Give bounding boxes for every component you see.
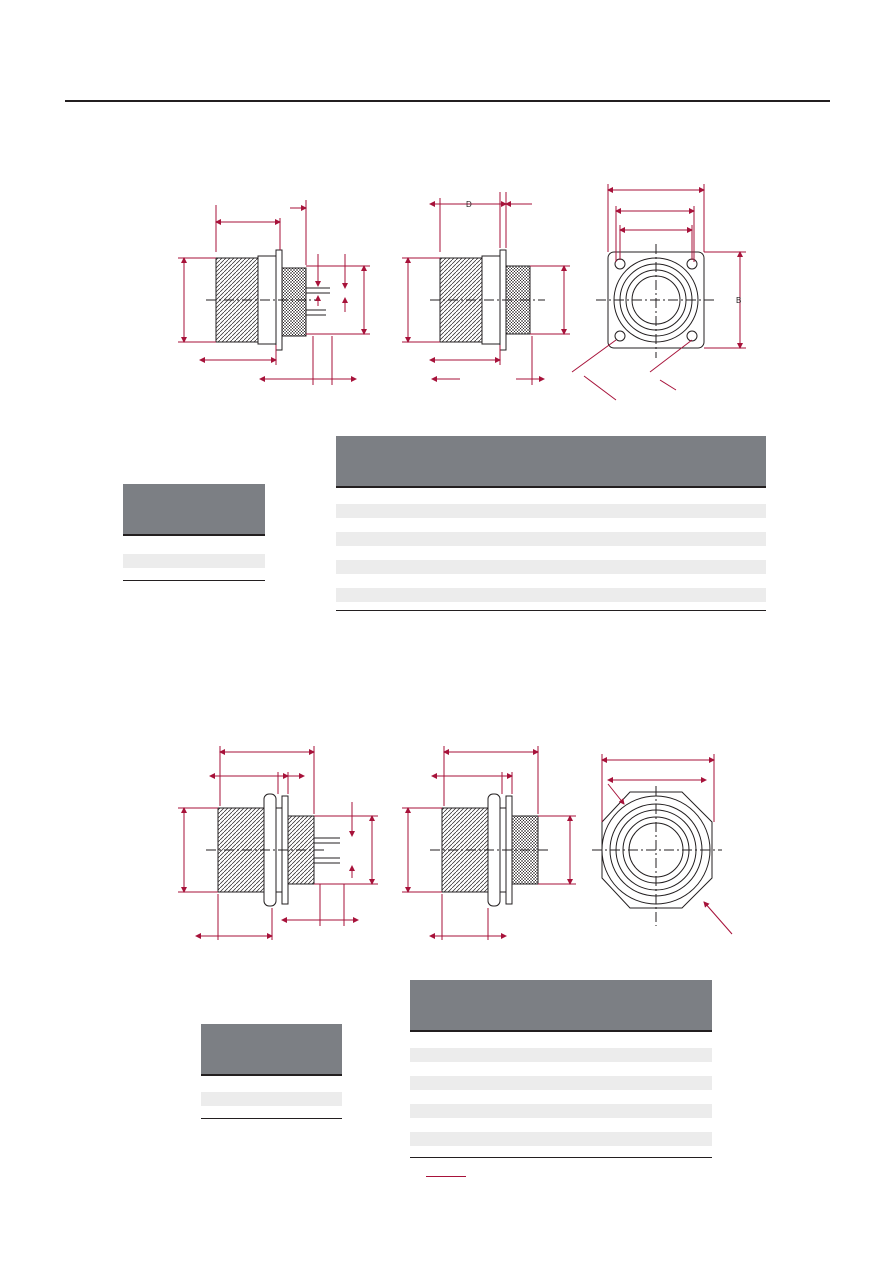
table-row	[336, 518, 766, 532]
dim-label-d: D	[466, 200, 472, 209]
top-side-view-pins	[206, 249, 330, 351]
table-header	[123, 484, 265, 536]
top-side-view-dims	[402, 192, 570, 385]
table-header	[410, 980, 712, 1032]
top-front-view-dims	[571, 184, 746, 401]
table-row	[410, 1118, 712, 1132]
table-bottom-rule	[410, 1157, 712, 1158]
table-row	[336, 574, 766, 588]
table-row	[410, 1032, 712, 1048]
table-row	[336, 560, 766, 574]
table-row	[410, 1104, 712, 1118]
bottom-front-view-dims	[601, 754, 733, 935]
top-large-table	[336, 436, 766, 611]
table-bottom-rule	[336, 610, 766, 611]
table-row	[410, 1076, 712, 1090]
bottom-side-view-pins-dims	[178, 746, 378, 940]
bottom-side-view	[430, 793, 548, 907]
top-small-table	[123, 484, 265, 581]
table-row	[336, 488, 766, 504]
table-row	[410, 1048, 712, 1062]
table-row	[201, 1106, 342, 1118]
bottom-small-table	[201, 1024, 342, 1119]
table-row	[410, 1146, 712, 1157]
dim-label-b: B	[736, 296, 741, 305]
header-rule	[65, 100, 830, 102]
bottom-large-table	[410, 980, 712, 1158]
table-row	[336, 532, 766, 546]
top-side-view-pins-dims	[178, 200, 370, 385]
table-row	[336, 588, 766, 602]
bottom-front-view	[592, 786, 722, 926]
top-side-view	[430, 249, 545, 351]
table-header	[336, 436, 766, 488]
bottom-side-view-pins	[206, 793, 340, 907]
table-row	[201, 1076, 342, 1092]
table-row	[410, 1062, 712, 1076]
bottom-side-view-dims	[402, 746, 576, 940]
table-bottom-rule	[201, 1118, 342, 1119]
footnote-link-line[interactable]	[426, 1176, 466, 1177]
table-row	[123, 554, 265, 568]
table-row	[123, 568, 265, 580]
table-row	[410, 1132, 712, 1146]
table-row	[123, 536, 265, 554]
table-row	[336, 602, 766, 610]
table-row	[201, 1092, 342, 1106]
table-header	[201, 1024, 342, 1076]
table-row	[336, 546, 766, 560]
table-row	[410, 1090, 712, 1104]
table-bottom-rule	[123, 580, 265, 581]
table-row	[336, 504, 766, 518]
